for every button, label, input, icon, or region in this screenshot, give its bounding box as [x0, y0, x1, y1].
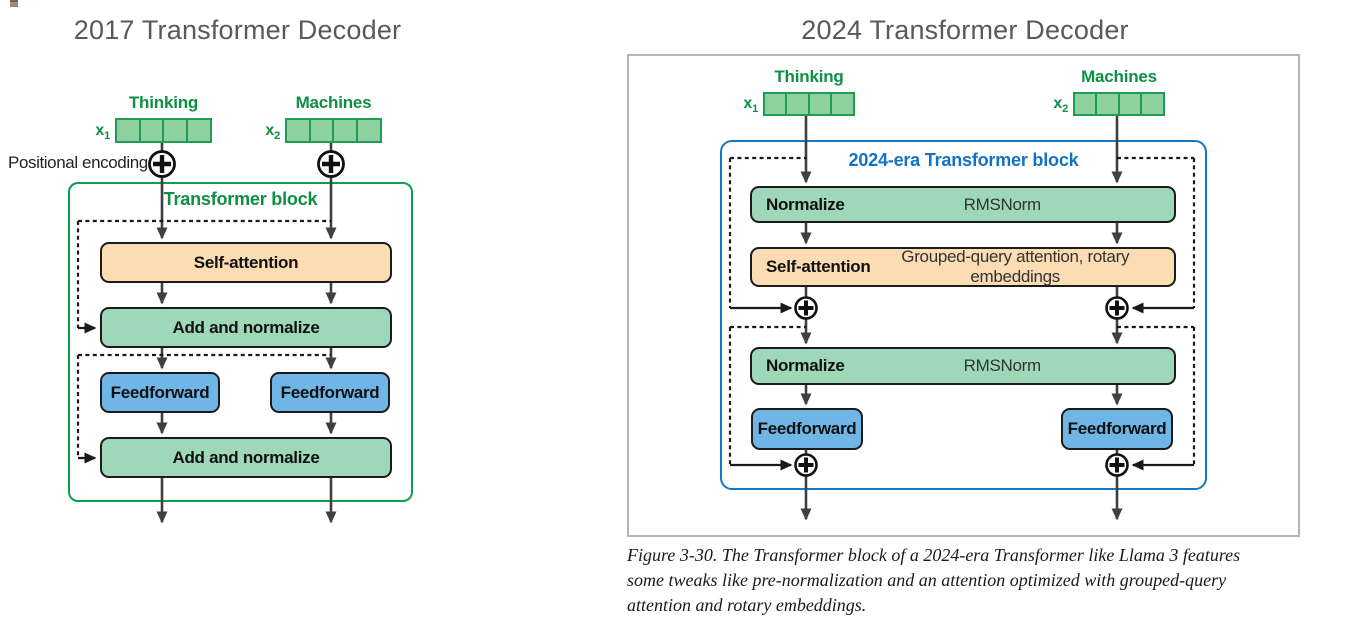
embedding-cell	[807, 92, 833, 116]
circled-plus-icon	[148, 150, 176, 178]
embedding-cell	[332, 118, 359, 143]
left-diagram-title: 2017 Transformer Decoder	[73, 15, 402, 45]
caption-line-2: some tweaks like pre-normalization and a…	[627, 570, 1227, 590]
transformer-block-title: Transformer block	[163, 189, 318, 209]
right-token1-symbol: x1	[743, 95, 758, 116]
right-diagram-frame	[627, 54, 1300, 537]
embedding-cell	[1073, 92, 1098, 116]
embedding-cell	[1095, 92, 1121, 116]
left-token2-symbol: x2	[265, 122, 280, 143]
embedding-cell	[1117, 92, 1143, 116]
left-feedforward-2-box: Feedforward	[270, 372, 390, 413]
right-feedforward-2-box: Feedforward	[1061, 408, 1173, 450]
left-token1-embedding	[115, 118, 212, 143]
embedding-cell	[138, 118, 165, 143]
embedding-cell	[162, 118, 189, 143]
caption-line-3: attention and rotary embeddings.	[627, 595, 867, 615]
right-normalize-2-box: Normalize RMSNorm	[750, 347, 1176, 385]
left-feedforward-1-box: Feedforward	[100, 372, 220, 413]
right-token2-word: Machines	[1081, 67, 1157, 86]
right-token2-embedding	[1073, 92, 1165, 116]
right-diagram-title: 2024 Transformer Decoder	[801, 15, 1129, 45]
right-token1-embedding	[763, 92, 855, 116]
caption-line-1: Figure 3-30. The Transformer block of a …	[627, 545, 1241, 565]
embedding-cell	[785, 92, 811, 116]
left-add-normalize-1-box: Add and normalize	[100, 307, 392, 348]
embedding-cell	[185, 118, 212, 143]
page-corner-artifact	[10, 0, 18, 7]
transformer-block-2024-outline	[720, 140, 1207, 490]
embedding-cell	[308, 118, 335, 143]
right-normalize-1-box: Normalize RMSNorm	[750, 186, 1176, 223]
positional-encoding-label: Positional encoding	[8, 153, 148, 172]
left-token2-word: Machines	[295, 93, 372, 112]
left-token1-symbol: x1	[95, 122, 110, 143]
embedding-cell	[115, 118, 142, 143]
figure-caption: Figure 3-30. The Transformer block of a …	[627, 543, 1307, 618]
transformer-block-outline	[68, 182, 413, 502]
left-self-attention-box: Self-attention	[100, 242, 392, 283]
left-add-normalize-2-box: Add and normalize	[100, 437, 392, 478]
embedding-cell	[1140, 92, 1165, 116]
right-self-attention-box: Self-attention Grouped-query attention, …	[750, 247, 1176, 287]
embedding-cell	[355, 118, 382, 143]
embedding-cell	[763, 92, 788, 116]
transformer-block-2024-title: 2024-era Transformer block	[848, 150, 1079, 170]
left-token2-embedding	[285, 118, 382, 143]
embedding-cell	[830, 92, 855, 116]
left-token1-word: Thinking	[128, 93, 199, 112]
right-token2-symbol: x2	[1053, 95, 1068, 116]
circled-plus-icon	[317, 150, 345, 178]
right-token1-word: Thinking	[774, 67, 844, 86]
right-feedforward-1-box: Feedforward	[751, 408, 863, 450]
embedding-cell	[285, 118, 312, 143]
